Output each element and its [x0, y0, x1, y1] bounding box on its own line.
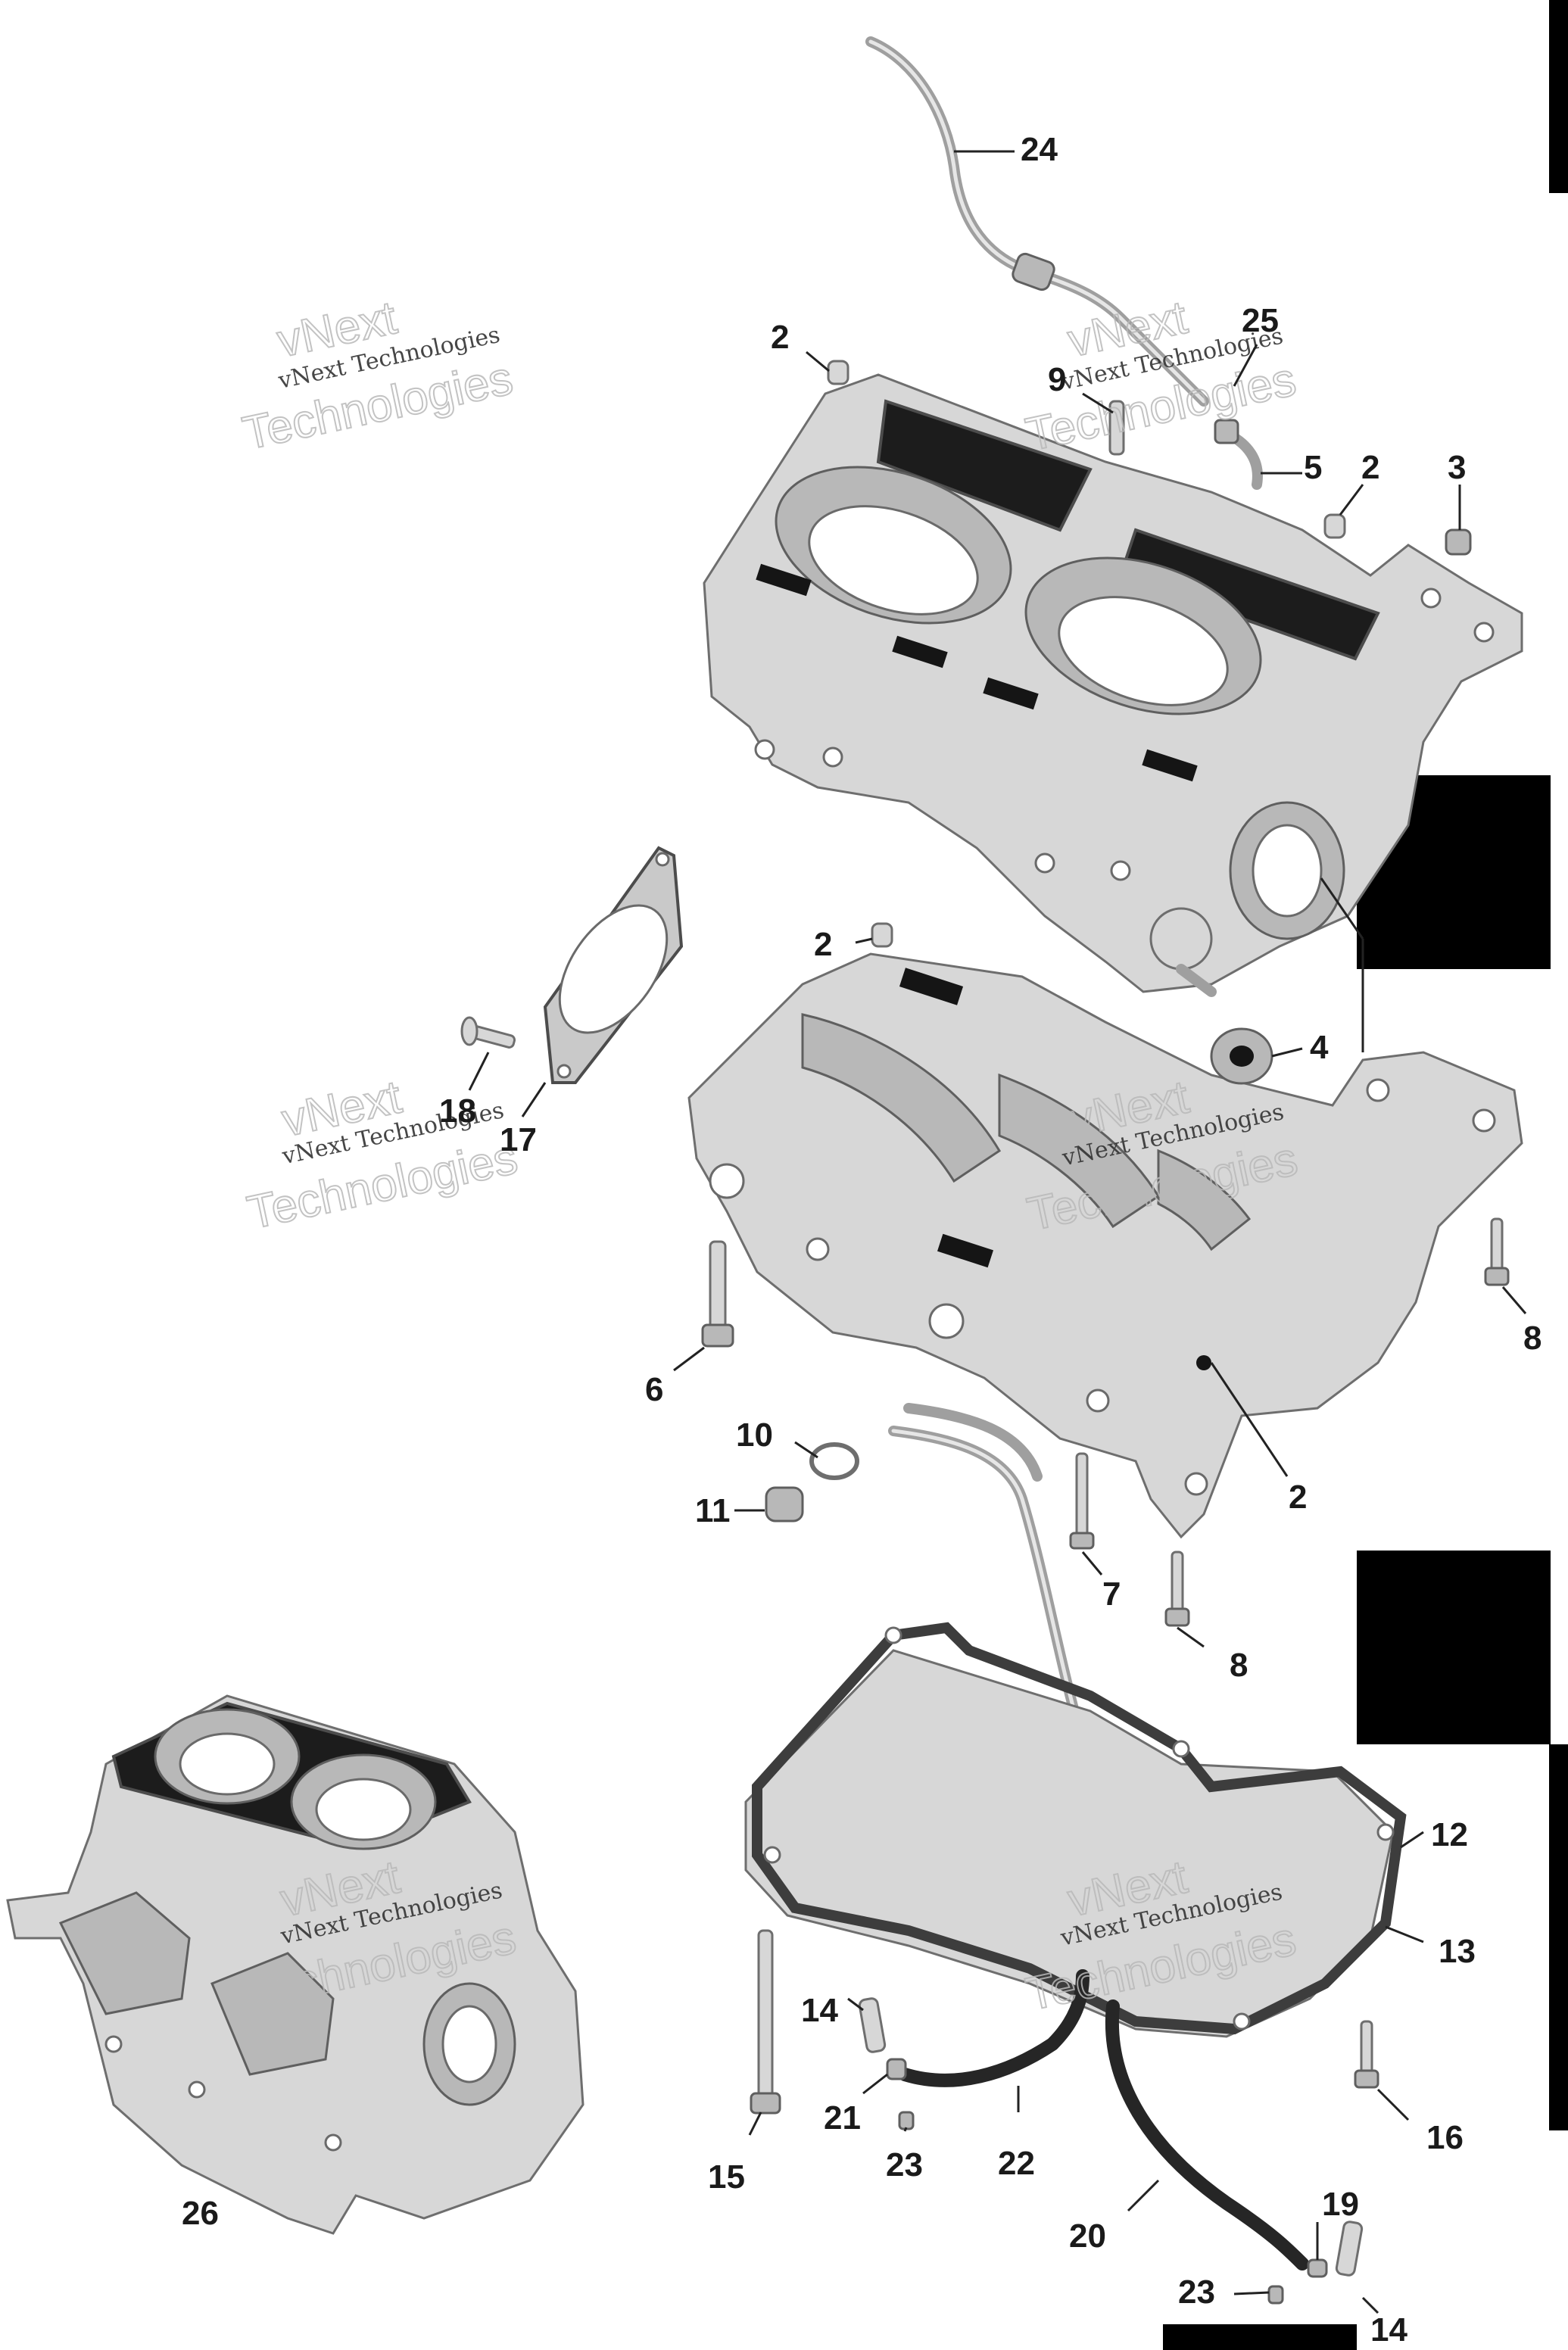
callout-24: 24	[1021, 131, 1058, 168]
redaction-block	[1549, 1744, 1568, 2130]
redaction-block	[1357, 1551, 1551, 1744]
watermark: vNext vNext Technologies Technologies	[242, 1070, 522, 1240]
callout-18: 18	[439, 1092, 476, 1130]
bolt-head-6	[701, 1323, 734, 1348]
callout-12: 12	[1431, 1816, 1468, 1853]
callout-14-right: 14	[1370, 2311, 1407, 2348]
hose-part-20	[1105, 1999, 1309, 2271]
callout-25: 25	[1242, 302, 1279, 339]
oil-pan-gasket-part-12	[752, 1622, 1407, 2035]
leader-lines	[468, 150, 1527, 2314]
callout-23-right: 23	[1178, 2274, 1215, 2311]
redaction-block	[1163, 2324, 1357, 2350]
callout-3: 3	[1448, 449, 1466, 486]
bolt-head-7	[1069, 1532, 1095, 1550]
bolt-head-15	[750, 2092, 781, 2115]
bolt-head-16	[1354, 2069, 1379, 2089]
bolt-part-16	[1360, 2020, 1373, 2076]
redaction-block	[1549, 0, 1568, 193]
plug-part-11	[765, 1486, 804, 1523]
plug-part-18	[460, 1016, 516, 1049]
assembled-crankcase-part-26	[6, 1694, 584, 2235]
callout-17: 17	[500, 1121, 537, 1158]
fitting-part-21	[886, 2058, 907, 2080]
small-parts	[701, 360, 1510, 1627]
oil-lines	[888, 1403, 1088, 1747]
bolt-head-8	[1164, 1607, 1190, 1627]
callout-2-lower: 2	[1289, 1479, 1307, 1516]
callout-5: 5	[1304, 449, 1322, 486]
callout-4: 4	[1310, 1029, 1329, 1066]
bolt-part-6	[709, 1240, 727, 1334]
gasket-part-17	[543, 846, 684, 1084]
bolt-part-8	[1490, 1217, 1504, 1273]
upper-crankcase	[703, 373, 1523, 997]
callout-21: 21	[824, 2099, 861, 2137]
fitting-part-19	[1307, 2258, 1328, 2278]
fitting-part-14	[858, 1997, 887, 2053]
elbow-fitting-part-5	[1214, 419, 1263, 490]
callout-2-top-left: 2	[771, 319, 789, 356]
callout-16: 16	[1426, 2119, 1464, 2156]
callout-13: 13	[1439, 1933, 1476, 1970]
dowel-part-2	[871, 922, 893, 948]
oil-pan-cover-part-13	[744, 1649, 1395, 2038]
redaction-blocks	[1163, 0, 1568, 2350]
callout-2-middle: 2	[814, 926, 832, 963]
callout-14-left: 14	[801, 1992, 838, 2029]
callout-20: 20	[1069, 2218, 1106, 2255]
callout-11: 11	[695, 1492, 731, 1529]
cap-part-3	[1445, 528, 1472, 556]
callout-8-right: 8	[1523, 1320, 1542, 1357]
clip-part-23	[1267, 2285, 1284, 2305]
bearing-bore	[1230, 1046, 1254, 1067]
fitting-part-14	[1335, 2221, 1364, 2277]
oil-tube-part-24	[865, 36, 1209, 407]
callout-22: 22	[998, 2145, 1035, 2182]
callout-9: 9	[1048, 361, 1066, 398]
dowel-part-2	[827, 360, 849, 385]
callout-8-lower: 8	[1230, 1647, 1248, 1684]
clip-part-23	[898, 2111, 915, 2130]
hose-part-22	[898, 1969, 1089, 2087]
callout-10: 10	[736, 1417, 773, 1454]
callout-2-top-right: 2	[1361, 449, 1379, 486]
bolt-head-8	[1484, 1267, 1510, 1286]
oring-part-10	[809, 1442, 859, 1480]
hoses	[750, 1929, 1379, 2305]
bolt-part-7	[1075, 1452, 1089, 1538]
stud-part-9	[1108, 400, 1125, 456]
dowel-part-2	[1323, 513, 1346, 539]
callout-26: 26	[182, 2195, 219, 2232]
bolt-part-8	[1171, 1551, 1184, 1614]
lower-crankcase	[687, 952, 1523, 1539]
watermark: vNext vNext Technologies Technologies	[238, 291, 518, 461]
callout-19: 19	[1322, 2186, 1359, 2223]
callout-23-left: 23	[886, 2146, 923, 2183]
callout-6: 6	[645, 1371, 663, 1408]
callouts: 24 25 9 5 2 2 3 2 4 18 17 6 8 2 10 11 7 …	[182, 131, 1542, 2348]
callout-7: 7	[1102, 1575, 1121, 1613]
callout-15: 15	[708, 2158, 745, 2196]
bolt-part-15	[757, 1929, 774, 2099]
